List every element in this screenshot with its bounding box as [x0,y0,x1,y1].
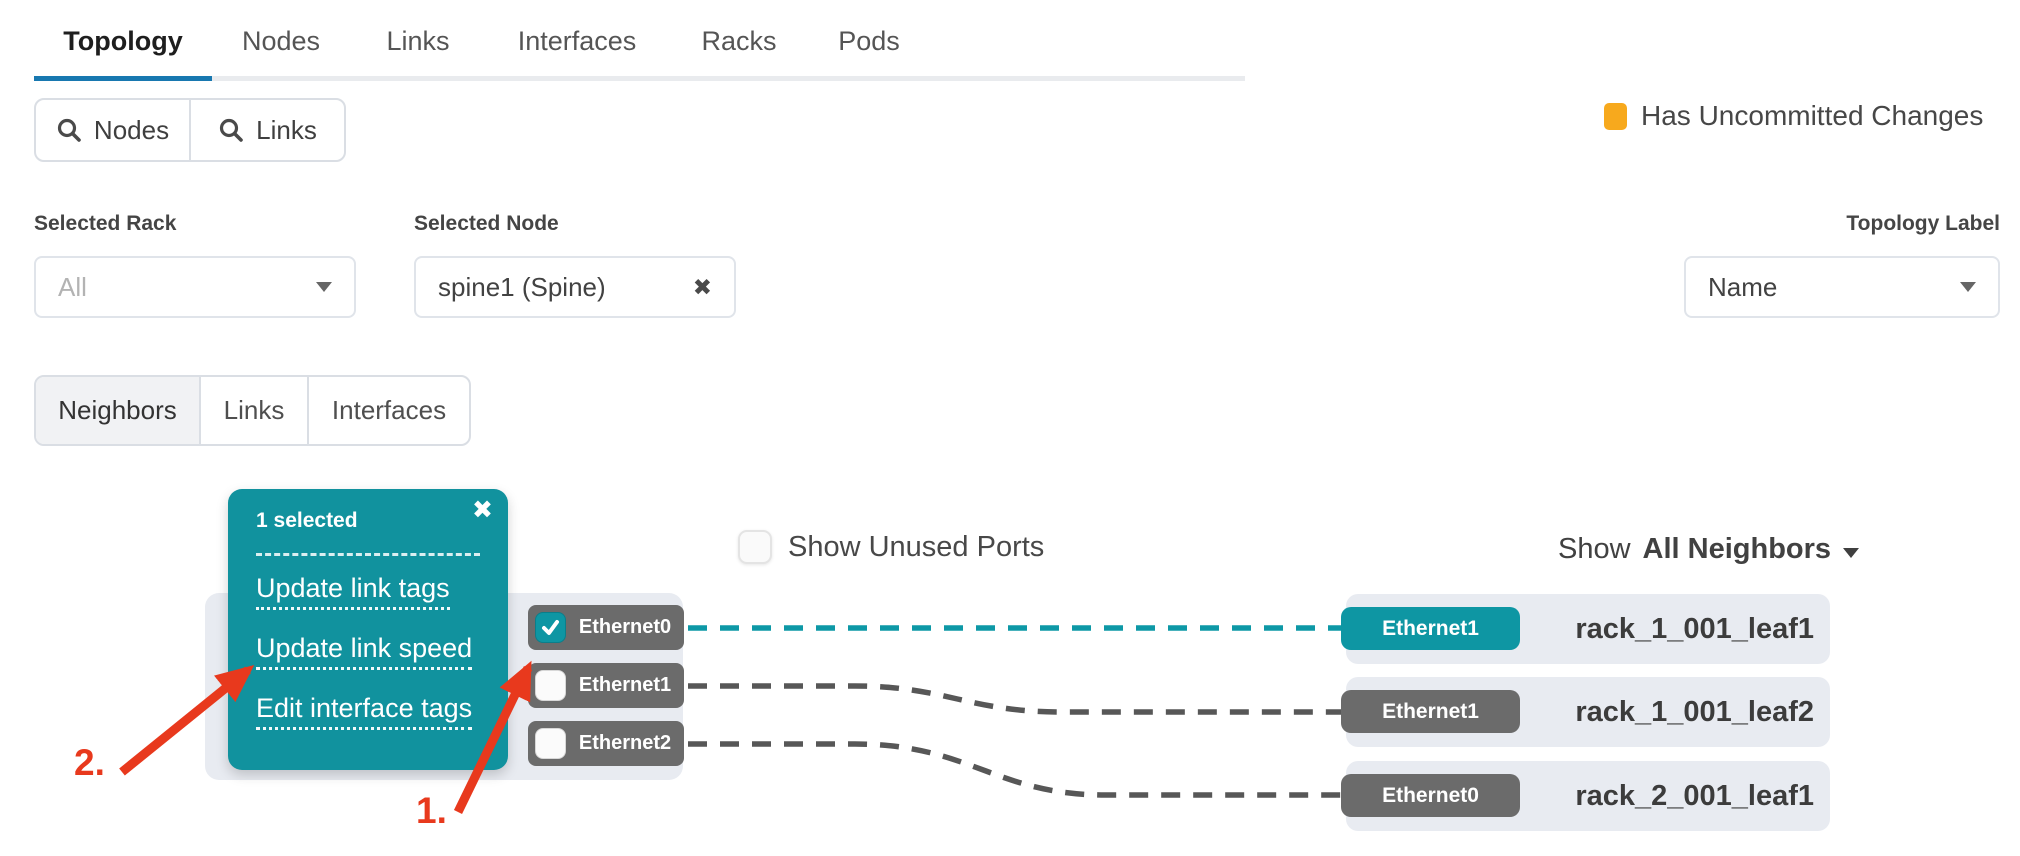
search-icon [57,118,81,142]
search-button-group: Nodes Links [34,98,346,162]
selected-node-label: Selected Node [414,212,559,235]
search-icon [220,118,243,142]
selected-rack-value: All [58,271,87,302]
neighbor-row[interactable]: Ethernet1 rack_1_001_leaf2 [1341,677,1830,747]
selection-actions-popup: ✖ 1 selected Update link tags Update lin… [228,489,508,770]
clear-selected-node-icon[interactable]: ✖ [692,273,712,300]
neighbor-row[interactable]: Ethernet1 rack_1_001_leaf1 [1341,594,1830,664]
topology-label-value: Name [1708,271,1778,302]
chevron-down-icon [1843,547,1860,558]
check-icon [542,620,559,635]
neighbor-port-badge[interactable]: Ethernet1 [1341,690,1520,733]
search-links-label: Links [256,114,317,145]
connector-link [688,741,1352,798]
search-nodes-button[interactable]: Nodes [36,100,189,160]
neighbor-name: rack_2_001_leaf1 [1575,780,1814,812]
show-neighbors-prefix: Show [1558,533,1631,565]
chevron-down-icon [1960,282,1976,292]
tab-active-underline [34,76,212,81]
edit-interface-tags-action[interactable]: Edit interface tags [256,693,473,730]
topology-label-label: Topology Label [1846,212,2000,235]
search-nodes-label: Nodes [93,114,170,145]
uncommitted-changes-swatch [1604,102,1627,130]
update-link-speed-action[interactable]: Update link speed [256,633,473,670]
selection-count: 1 selected [256,509,358,532]
annotation-label-1: 1. [416,790,447,831]
tab-topology[interactable]: Topology [63,26,183,56]
chevron-down-icon [316,282,332,292]
popup-divider [256,553,480,556]
tab-links-detail[interactable]: Links [199,377,307,444]
selected-node-dropdown[interactable]: spine1 (Spine) ✖ [414,256,736,318]
tab-underline-track [34,76,1245,81]
tab-interfaces[interactable]: Interfaces [517,26,637,56]
port-checkbox-checked[interactable] [535,612,566,643]
port-ethernet1[interactable]: Ethernet1 [528,663,684,708]
neighbor-port-badge[interactable]: Ethernet1 [1341,607,1520,650]
selected-node-value: spine1 (Spine) [438,271,606,302]
tab-racks[interactable]: Racks [701,26,777,56]
neighbor-row[interactable]: Ethernet0 rack_2_001_leaf1 [1341,761,1830,831]
update-link-tags-action[interactable]: Update link tags [256,573,450,610]
annotation-label-2: 2. [74,742,105,783]
search-links-button[interactable]: Links [189,100,344,160]
port-checkbox[interactable] [535,728,566,759]
tab-interfaces-detail[interactable]: Interfaces [307,377,469,444]
port-label: Ethernet1 [578,674,672,696]
show-unused-ports-label: Show Unused Ports [788,531,1045,563]
show-neighbors-dropdown[interactable]: Show All Neighbors [1558,533,1860,566]
uncommitted-changes-label: Has Uncommitted Changes [1641,100,1984,131]
tab-nodes[interactable]: Nodes [241,26,321,56]
connector-link [688,683,1352,715]
tab-pods[interactable]: Pods [838,26,900,56]
neighbor-name: rack_1_001_leaf1 [1575,613,1814,645]
tab-links[interactable]: Links [386,26,450,56]
uncommitted-changes-legend: Has Uncommitted Changes [1604,100,1983,132]
port-ethernet0[interactable]: Ethernet0 [528,605,684,650]
detail-tab-group: Neighbors Links Interfaces [34,375,471,446]
selected-rack-dropdown[interactable]: All [34,256,356,318]
neighbor-port-badge[interactable]: Ethernet0 [1341,774,1520,817]
tab-neighbors[interactable]: Neighbors [36,377,199,444]
topology-label-dropdown[interactable]: Name [1684,256,2000,318]
close-icon[interactable]: ✖ [472,496,493,524]
port-checkbox[interactable] [535,670,566,701]
show-neighbors-value: All Neighbors [1642,533,1832,565]
neighbor-name: rack_1_001_leaf2 [1575,696,1814,728]
show-unused-ports-checkbox[interactable] [738,530,772,564]
port-ethernet2[interactable]: Ethernet2 [528,721,684,766]
port-label: Ethernet0 [578,616,672,638]
port-label: Ethernet2 [578,732,672,754]
selected-rack-label: Selected Rack [34,212,177,235]
